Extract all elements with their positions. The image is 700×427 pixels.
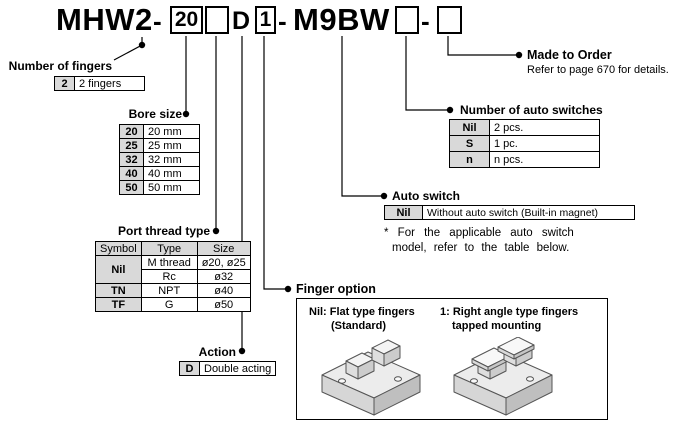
- gripper-flat-fingers-image: [321, 339, 421, 416]
- table-row: Nil Without auto switch (Built-in magnet…: [384, 205, 635, 220]
- made-to-order-sub: Refer to page 670 for details.: [527, 64, 669, 76]
- symbol-cell: TF: [95, 297, 142, 312]
- type-cell: M thread: [140, 255, 198, 270]
- finger-option-one-line1: 1: Right angle type fingers: [440, 306, 579, 318]
- value-cell: 40 mm: [143, 166, 200, 181]
- size-cell: ø20, ø25: [196, 255, 251, 270]
- symbol-cell: 40: [119, 166, 144, 181]
- action-label: Action: [198, 345, 236, 359]
- table-row: TF G ø50: [95, 297, 251, 312]
- value-cell: 25 mm: [143, 138, 200, 153]
- value-cell: 2 pcs.: [489, 119, 600, 136]
- table-row: Rc ø32: [96, 269, 251, 284]
- auto-switch-note-line2: model, refer to the table below.: [392, 242, 570, 254]
- value-cell: Without auto switch (Built-in magnet): [422, 205, 635, 220]
- code-series: MHW2: [56, 2, 153, 37]
- type-cell: G: [140, 297, 198, 312]
- auto-switch-label: Auto switch: [392, 189, 460, 203]
- symbol-cell: 25: [119, 138, 144, 153]
- header-cell: Symbol: [95, 241, 142, 256]
- code-dash-1: -: [153, 6, 162, 36]
- symbol-cell: 32: [119, 152, 144, 167]
- finger-option-nil-text: Nil: Flat type fingers (Standard): [309, 305, 415, 333]
- finger-option-nil-line2: (Standard): [331, 320, 386, 332]
- symbol-cell: TN: [95, 283, 142, 298]
- made-to-order-label: Made to Order: [527, 48, 612, 62]
- port-thread-type-table: Symbol Type Size Nil M thread ø20, ø25 R…: [95, 241, 251, 312]
- symbol-cell: D: [179, 361, 200, 376]
- code-switch: M9BW: [293, 2, 390, 37]
- code-action: D: [232, 7, 251, 35]
- code-qty-box: [395, 6, 419, 34]
- auto-switch-note-line1: * For the applicable auto switch: [384, 227, 574, 239]
- code-port-box: [205, 6, 229, 34]
- size-cell: ø32: [196, 269, 251, 284]
- code-finger-value: 1: [259, 8, 272, 31]
- table-row: Nil M thread ø20, ø25: [95, 255, 251, 284]
- value-cell: 1 pc.: [489, 135, 600, 152]
- code-mto-box: [437, 6, 462, 34]
- size-cell: ø50: [196, 297, 251, 312]
- action-table: D Double acting: [179, 361, 277, 376]
- finger-option-one-line2: tapped mounting: [452, 320, 542, 332]
- symbol-cell: Nil: [95, 255, 142, 284]
- value-cell: 50 mm: [143, 180, 200, 195]
- type-cell: Rc: [140, 269, 198, 284]
- table-row: D Double acting: [179, 361, 277, 376]
- finger-option-one-text: 1: Right angle type fingers tapped mount…: [440, 305, 578, 333]
- symbol-cell: 20: [119, 124, 144, 139]
- size-cell: ø40: [196, 283, 251, 298]
- table-row: 2 2 fingers: [54, 76, 145, 91]
- code-finger-box: 1: [255, 6, 276, 34]
- finger-option-label: Finger option: [296, 282, 376, 296]
- value-cell: Double acting: [198, 361, 277, 376]
- number-of-fingers-table: 2 2 fingers: [54, 76, 145, 91]
- gripper-right-angle-fingers-image: [453, 337, 553, 416]
- header-cell: Type: [140, 241, 198, 256]
- code-dash-3: -: [421, 6, 430, 36]
- bore-size-label: Bore size: [128, 107, 182, 121]
- value-cell: 32 mm: [143, 152, 200, 167]
- symbol-cell: S: [449, 135, 490, 152]
- symbol-cell: n: [449, 151, 490, 168]
- code-dash-2: -: [278, 6, 287, 36]
- port-thread-type-label: Port thread type: [117, 224, 210, 238]
- table-header-row: Symbol Type Size: [95, 241, 251, 256]
- number-of-fingers-label: Number of fingers: [8, 59, 112, 73]
- header-cell: Size: [196, 241, 251, 256]
- symbol-cell: 50: [119, 180, 144, 195]
- finger-option-box: Nil: Flat type fingers (Standard) 1: Rig…: [296, 298, 608, 420]
- value-cell: n pcs.: [489, 151, 600, 168]
- value-cell: 2 fingers: [74, 76, 145, 91]
- leader-bullets: [138, 41, 523, 355]
- value-cell: 20 mm: [143, 124, 200, 139]
- number-of-auto-switches-label: Number of auto switches: [460, 103, 603, 117]
- finger-option-nil-line1: Nil: Flat type fingers: [309, 306, 415, 318]
- symbol-cell: Nil: [384, 205, 423, 220]
- table-row: TN NPT ø40: [95, 283, 251, 298]
- code-bore-box: 20: [170, 6, 203, 34]
- symbol-cell: 2: [54, 76, 75, 91]
- type-cell: NPT: [140, 283, 198, 298]
- auto-switch-table: Nil Without auto switch (Built-in magnet…: [384, 205, 635, 220]
- code-bore-value: 20: [174, 8, 199, 31]
- symbol-cell: Nil: [449, 119, 490, 136]
